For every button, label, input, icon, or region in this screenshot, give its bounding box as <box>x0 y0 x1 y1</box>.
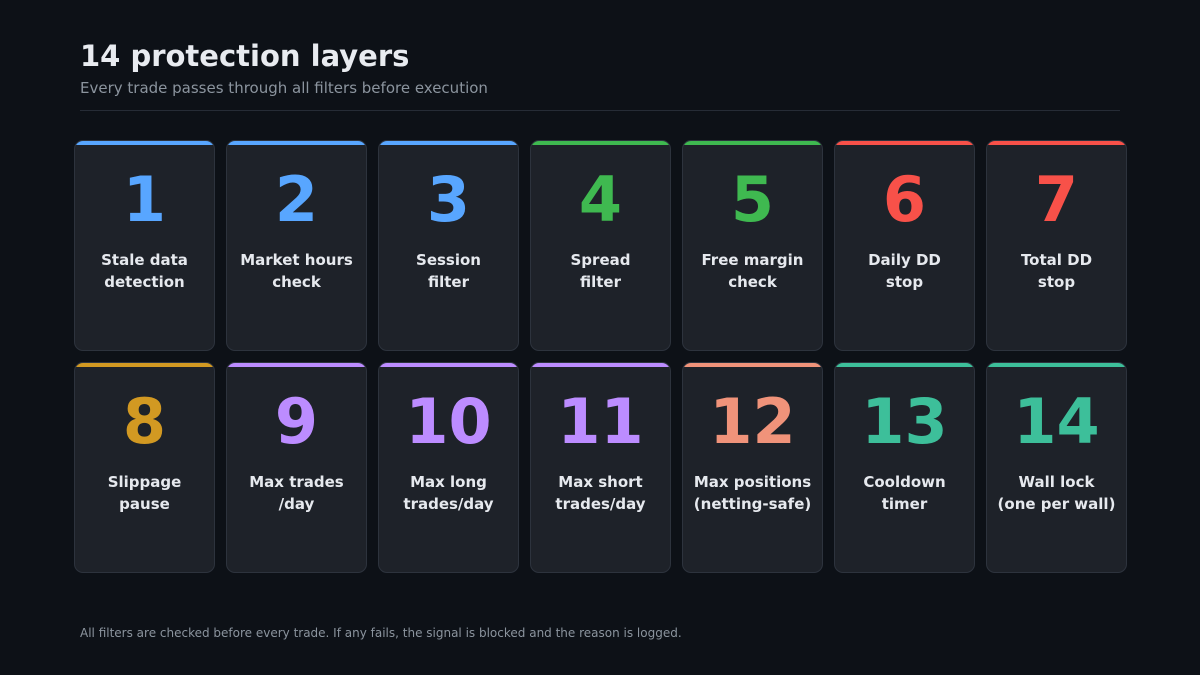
layer-number: 14 <box>1013 385 1100 458</box>
card-accent-bar <box>835 363 974 367</box>
layer-label-line: check <box>728 273 777 291</box>
footer-note: All filters are checked before every tra… <box>80 626 682 640</box>
card-accent-bar <box>75 363 214 367</box>
card-accent-bar <box>835 141 974 145</box>
layer-number: 1 <box>122 163 167 236</box>
header-divider <box>80 110 1120 111</box>
card-accent-bar <box>379 141 518 145</box>
layer-number: 8 <box>122 385 167 458</box>
page-subtitle: Every trade passes through all filters b… <box>80 79 488 97</box>
layer-label: Wall lock (one per wall) <box>991 471 1122 515</box>
card-accent-bar <box>75 141 214 145</box>
layer-label-line: Total DD <box>1020 251 1093 269</box>
layer-label-line: Stale data <box>101 251 188 269</box>
layer-label-line: Spread <box>570 251 631 269</box>
layer-number: 5 <box>730 163 775 236</box>
layer-label: Max short trades/day <box>535 471 666 515</box>
layer-label-line: Max positions <box>693 473 812 491</box>
layer-label-line: Slippage <box>107 473 182 491</box>
layer-label-line: stop <box>1037 273 1076 291</box>
layer-label-line: Wall lock <box>1018 473 1095 491</box>
card-accent-bar <box>227 141 366 145</box>
card-accent-bar <box>987 141 1126 145</box>
card-accent-bar <box>683 141 822 145</box>
layer-label-line: /day <box>278 495 315 513</box>
layer-number: 3 <box>426 163 471 236</box>
layer-number: 2 <box>274 163 319 236</box>
layer-label-line: (one per wall) <box>997 495 1116 513</box>
layer-label-line: filter <box>579 273 621 291</box>
card-accent-bar <box>227 363 366 367</box>
card-accent-bar <box>531 141 670 145</box>
layer-label-line: Daily DD <box>868 251 941 269</box>
layer-number: 13 <box>861 385 948 458</box>
layer-number: 11 <box>557 385 644 458</box>
layer-label: Slippage pause <box>79 471 210 515</box>
layer-label-line: Max long <box>410 473 487 491</box>
layer-label-line: check <box>272 273 321 291</box>
layer-label-line: trades/day <box>555 495 646 513</box>
layer-label-line: Free margin <box>701 251 804 269</box>
layer-label: Max trades/day <box>231 471 362 515</box>
layer-label: Daily DD stop <box>839 249 970 293</box>
layer-number: 10 <box>405 385 492 458</box>
layer-label-line: detection <box>104 273 185 291</box>
layer-number: 12 <box>709 385 796 458</box>
card-accent-bar <box>379 363 518 367</box>
layer-number: 9 <box>274 385 319 458</box>
layer-label-line: Max short <box>558 473 643 491</box>
layer-label: Session filter <box>383 249 514 293</box>
card-accent-bar <box>987 363 1126 367</box>
page-title: 14 protection layers <box>80 39 410 73</box>
layer-label: Stale data detection <box>79 249 210 293</box>
layer-label-line: Market hours <box>240 251 353 269</box>
layer-label: Cooldown timer <box>839 471 970 515</box>
layer-label: Total DD stop <box>991 249 1122 293</box>
layer-label: Spread filter <box>535 249 666 293</box>
layer-number: 4 <box>578 163 623 236</box>
card-accent-bar <box>531 363 670 367</box>
layer-label-line: (netting-safe) <box>693 495 812 513</box>
layer-label-line: Max trades <box>249 473 344 491</box>
layer-label-line: stop <box>885 273 924 291</box>
layer-label: Free margin check <box>687 249 818 293</box>
layer-number: 7 <box>1034 163 1079 236</box>
layer-label-line: Cooldown <box>863 473 946 491</box>
card-accent-bar <box>683 363 822 367</box>
layer-label: Max positions (netting-safe) <box>687 471 818 515</box>
layer-number: 6 <box>882 163 927 236</box>
layer-label-line: timer <box>881 495 928 513</box>
layer-label-line: Session <box>416 251 481 269</box>
layer-label: Max long trades/day <box>383 471 514 515</box>
layer-label: Market hours check <box>231 249 362 293</box>
layer-label-line: trades/day <box>403 495 494 513</box>
layer-label-line: filter <box>427 273 469 291</box>
layer-label-line: pause <box>119 495 170 513</box>
